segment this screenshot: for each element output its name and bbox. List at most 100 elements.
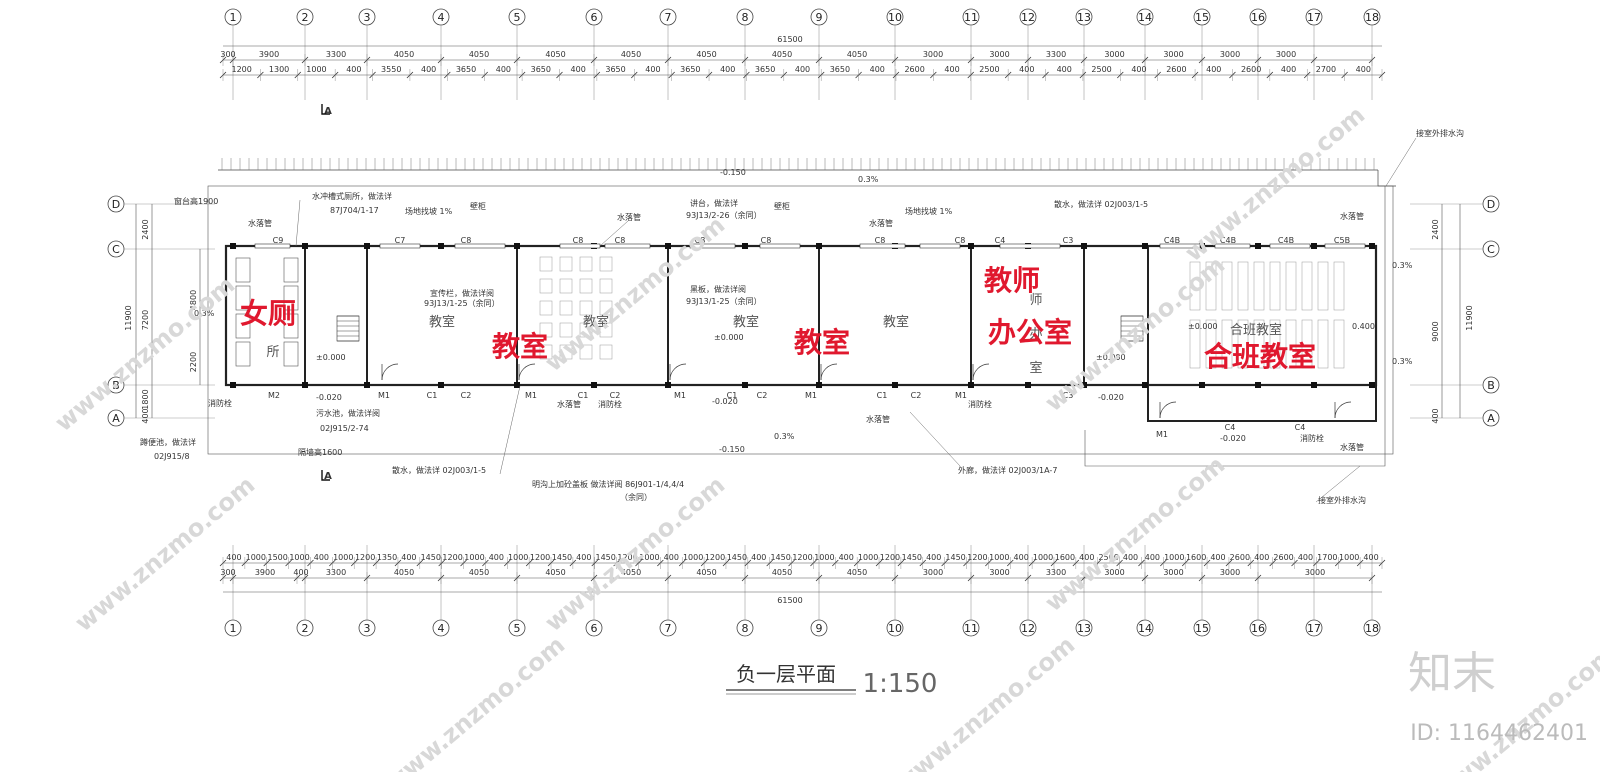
top-row2-value: 2600 bbox=[904, 65, 924, 74]
bottom-row1-value: 400 bbox=[839, 553, 854, 562]
axis-label-left: C bbox=[112, 243, 120, 256]
door-swing bbox=[972, 363, 990, 381]
opening-mark: C4B bbox=[1164, 236, 1180, 245]
right-inner-dim-value: 2400 bbox=[1431, 219, 1440, 239]
top-row1-value: 3000 bbox=[1104, 50, 1124, 59]
lecture-desk bbox=[1333, 261, 1345, 311]
annotation-note: ±0.000 bbox=[316, 353, 346, 362]
column-top bbox=[302, 243, 308, 249]
axis-label-top: 8 bbox=[742, 11, 749, 24]
opening-mark: M1 bbox=[955, 391, 967, 400]
axis-label-bottom: 15 bbox=[1195, 622, 1209, 635]
top-row1-value: 4050 bbox=[469, 50, 489, 59]
annotation-note: 隔墙高1600 bbox=[298, 447, 342, 457]
column-top bbox=[968, 243, 974, 249]
column-bottom bbox=[1311, 382, 1317, 388]
top-row1-value: 4050 bbox=[696, 50, 716, 59]
room-label-office-2: 办 bbox=[1029, 327, 1042, 342]
top-row1-value: 4050 bbox=[621, 50, 641, 59]
label-teacher: 教师 bbox=[984, 264, 1040, 297]
opening-mark: C8 bbox=[761, 236, 772, 245]
lecture-desk bbox=[1189, 261, 1201, 311]
toilet-stall bbox=[235, 313, 251, 339]
lecture-desk bbox=[1301, 261, 1313, 311]
axis-label-bottom: 13 bbox=[1077, 622, 1091, 635]
window bbox=[604, 243, 651, 249]
bottom-row1-value: 400 bbox=[1363, 553, 1378, 562]
column-top bbox=[1081, 243, 1087, 249]
top-row2-value: 400 bbox=[795, 65, 810, 74]
lecture-desk bbox=[1285, 261, 1297, 311]
annotation-note: 明沟上加砼盖板 做法详阅 86J901-1/4,4/4 bbox=[532, 479, 684, 489]
bottom-row1-value: 400 bbox=[1079, 553, 1094, 562]
axis-label-bottom: 3 bbox=[364, 622, 371, 635]
top-row2-value: 400 bbox=[720, 65, 735, 74]
opening-mark: C2 bbox=[911, 391, 922, 400]
axis-label-bottom: 6 bbox=[591, 622, 598, 635]
room-label-office-3: 室 bbox=[1029, 360, 1042, 376]
axis-label-top: 15 bbox=[1195, 11, 1209, 24]
leader-line bbox=[1385, 137, 1417, 187]
opening-mark: C1 bbox=[727, 391, 738, 400]
opening-mark: M1 bbox=[1156, 430, 1168, 439]
axis-label-left: A bbox=[112, 412, 120, 425]
axis-label-bottom: 17 bbox=[1307, 622, 1321, 635]
axis-label-right: C bbox=[1487, 243, 1495, 256]
bottom-row2-value: 3000 bbox=[1305, 568, 1325, 577]
axis-label-top: 14 bbox=[1138, 11, 1152, 24]
annotation-note: 87J704/1-17 bbox=[330, 206, 379, 215]
left-inner-dim-value: 400 bbox=[141, 408, 150, 423]
annotation-note: 0.3% bbox=[858, 175, 879, 184]
annotation-note: -0.020 bbox=[1098, 393, 1124, 402]
axis-label-top: 10 bbox=[888, 11, 902, 24]
bottom-row2-value: 3000 bbox=[1220, 568, 1240, 577]
right-total-dim-value: 11900 bbox=[1465, 305, 1474, 330]
classroom-desk bbox=[559, 322, 573, 338]
bottom-row1-value: 400 bbox=[926, 553, 941, 562]
top-row1-value: 3300 bbox=[326, 50, 346, 59]
lecture-desk bbox=[1221, 261, 1233, 311]
drawing-scale: 1:150 bbox=[863, 669, 938, 699]
bottom-row1-value: 1000 bbox=[1339, 553, 1359, 562]
toilet-stall bbox=[283, 285, 299, 311]
leader-line bbox=[295, 199, 301, 247]
lecture-desk bbox=[1317, 261, 1329, 311]
annotation-note: 0.3% bbox=[194, 309, 215, 318]
label-classroom-a: 教室 bbox=[492, 330, 548, 363]
drawing-title: 负一层平面 bbox=[736, 662, 836, 686]
classroom-desk bbox=[579, 300, 593, 316]
watermark-text: www.znzmo.com bbox=[379, 631, 570, 772]
column-bottom bbox=[1081, 382, 1087, 388]
opening-mark: C8 bbox=[955, 236, 966, 245]
annotation-note: 场地找坡 1% bbox=[405, 206, 453, 216]
annotation-note: 02J915/8 bbox=[154, 452, 190, 461]
top-row2-value: 400 bbox=[1019, 65, 1034, 74]
annotation-note: 窗台高1900 bbox=[174, 196, 218, 206]
top-row2-value: 3650 bbox=[531, 65, 551, 74]
bottom-row1-value: 1000 bbox=[858, 553, 878, 562]
lecture-desk bbox=[1269, 319, 1281, 369]
opening-mark: C8 bbox=[615, 236, 626, 245]
opening-mark: C5B bbox=[1334, 236, 1350, 245]
classroom-desk bbox=[579, 256, 593, 272]
bottom-row2-value: 4050 bbox=[847, 568, 867, 577]
room-label-classroom-1: 教室 bbox=[429, 314, 455, 330]
column-bottom bbox=[230, 382, 236, 388]
axis-label-top: 11 bbox=[964, 11, 978, 24]
total-dim-top-value: 61500 bbox=[777, 35, 802, 44]
opening-mark: C4 bbox=[995, 236, 1006, 245]
annotation-note: 外廊，做法详 02J003/1A-7 bbox=[958, 465, 1057, 475]
column-bottom bbox=[364, 382, 370, 388]
lecture-desk bbox=[1189, 319, 1201, 369]
classroom-desk bbox=[599, 256, 613, 272]
room-label-classroom-3: 教室 bbox=[733, 314, 759, 330]
axis-label-left: D bbox=[112, 198, 120, 211]
bottom-row1-value: 1450 bbox=[727, 553, 747, 562]
axis-label-top: 7 bbox=[665, 11, 672, 24]
bottom-row1-value: 2600 bbox=[1273, 553, 1293, 562]
bottom-row1-value: 400 bbox=[664, 553, 679, 562]
annotation-note: 水落管 bbox=[869, 218, 893, 228]
toilet-stall bbox=[235, 285, 251, 311]
opening-mark: C8 bbox=[875, 236, 886, 245]
